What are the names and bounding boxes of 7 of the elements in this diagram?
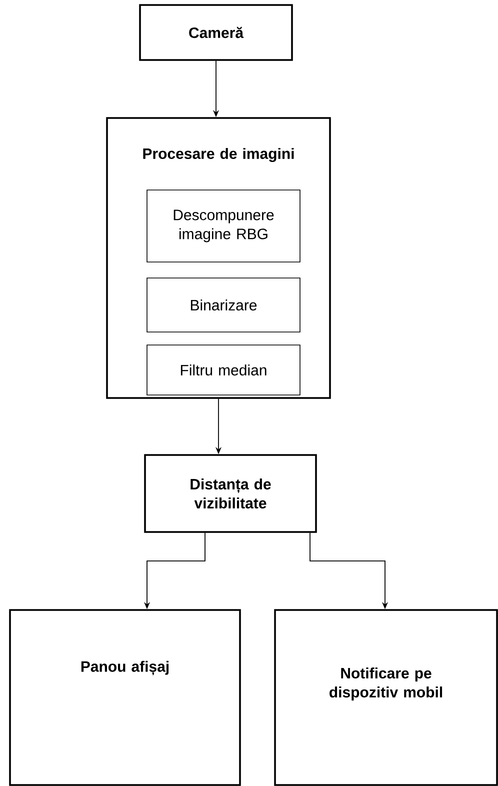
process-box: Panou afișaj bbox=[9, 609, 241, 786]
process-box: Distanța de vizibilitate bbox=[144, 454, 317, 533]
process-box: Descompunere imagine RBG bbox=[146, 190, 300, 262]
process-box: Filtru median bbox=[146, 344, 300, 396]
process-box: Binarizare bbox=[146, 278, 300, 332]
process-box: Cameră bbox=[139, 4, 293, 61]
process-box: Notificare pe dispozitiv mobil bbox=[274, 609, 498, 786]
